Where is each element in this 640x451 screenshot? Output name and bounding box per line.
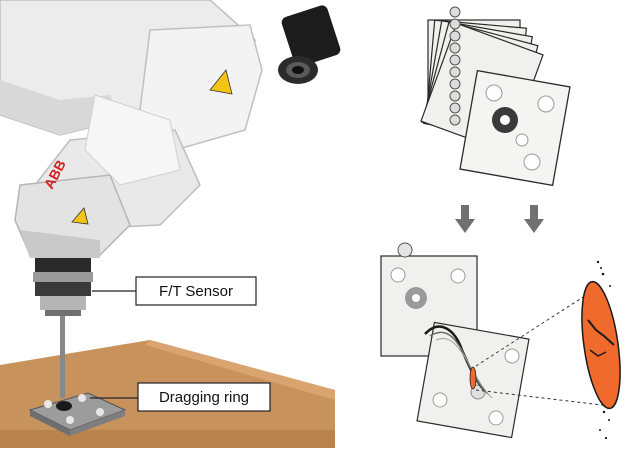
camera-icon: [278, 5, 341, 84]
ft-sensor-callout: [135, 276, 257, 306]
image-stack: [420, 6, 571, 187]
friction-ellipse-icon: [581, 260, 621, 440]
dragging-ring-callout: [137, 382, 271, 412]
dragging-ring-target-icon: [28, 392, 127, 436]
ft-sensor-label: F/T Sensor: [159, 283, 233, 300]
aligned-frames: [380, 242, 530, 439]
zoom-line-bottom: [475, 389, 611, 407]
ft-sensor: [33, 258, 93, 316]
zoom-line-top: [475, 289, 595, 367]
stack-dots: [449, 6, 461, 126]
down-arrow-icon: [455, 205, 475, 233]
robot-scene: ABB: [0, 0, 341, 448]
probe-rod: [60, 316, 65, 398]
robot-arm-icon: [0, 0, 263, 258]
warning-sign-icon: [71, 69, 233, 225]
dragging-ring-label: Dragging ring: [159, 389, 249, 406]
down-arrow-icon: [524, 205, 544, 233]
front-frame-markers: [485, 84, 555, 171]
